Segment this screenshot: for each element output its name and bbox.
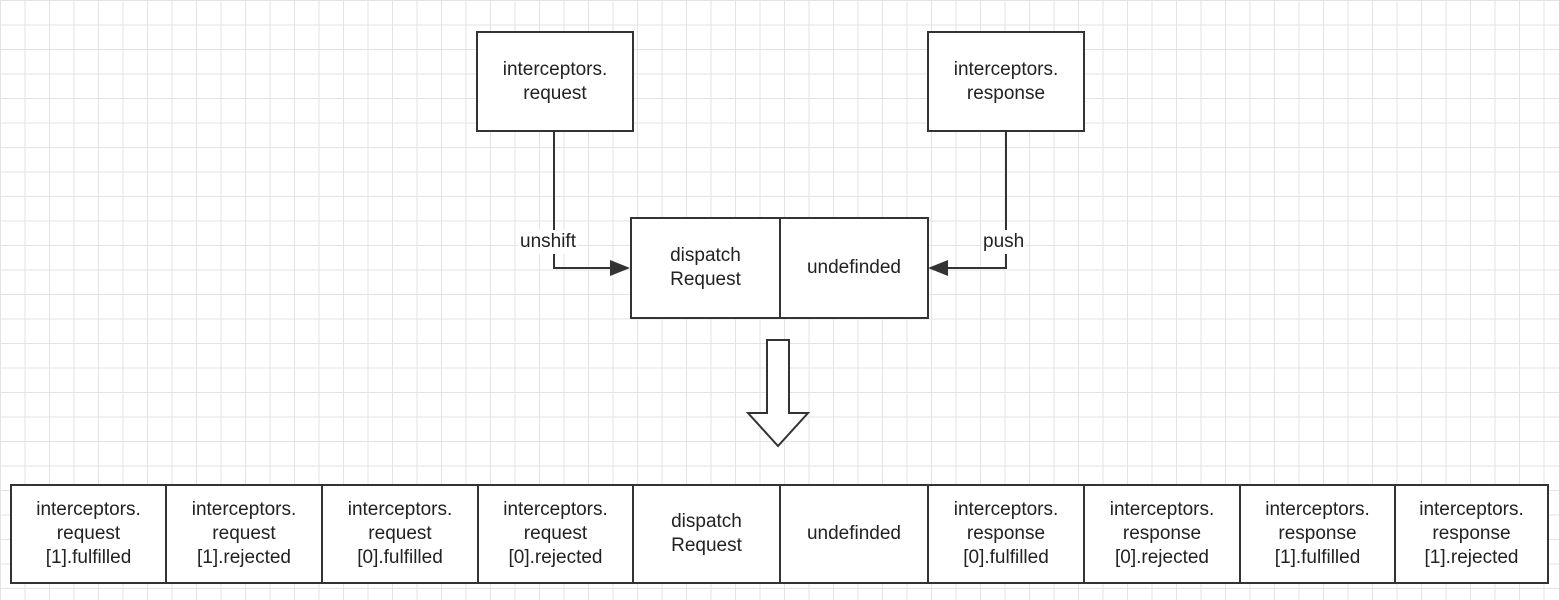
connector-request-to-dispatch	[553, 131, 612, 269]
chain-cell-undefined[interactable]: undefinded	[779, 484, 929, 584]
chain-cell-request-1-fulfilled[interactable]: interceptors. request [1].fulfilled	[10, 484, 167, 584]
chain-cell-request-0-rejected[interactable]: interceptors. request [0].rejected	[477, 484, 634, 584]
node-dispatch-request[interactable]: dispatch Request	[630, 217, 781, 319]
chain-cell-request-0-fulfilled[interactable]: interceptors. request [0].fulfilled	[321, 484, 479, 584]
connector-response-to-undefined	[946, 131, 1007, 269]
chain-cell-request-1-rejected[interactable]: interceptors. request [1].rejected	[165, 484, 323, 584]
transform-down-arrow-icon	[745, 339, 811, 448]
chain-cell-response-1-fulfilled[interactable]: interceptors. response [1].fulfilled	[1239, 484, 1396, 584]
arrowhead-left-icon	[610, 260, 630, 276]
edge-label-unshift: unshift	[518, 230, 578, 254]
chain-cell-response-1-rejected[interactable]: interceptors. response [1].rejected	[1394, 484, 1549, 584]
edge-label-push: push	[981, 230, 1027, 254]
arrowhead-right-icon	[928, 260, 948, 276]
chain-cell-response-0-fulfilled[interactable]: interceptors. response [0].fulfilled	[927, 484, 1085, 584]
node-undefined[interactable]: undefinded	[779, 217, 929, 319]
chain-cell-response-0-rejected[interactable]: interceptors. response [0].rejected	[1083, 484, 1241, 584]
node-interceptors-request[interactable]: interceptors. request	[476, 31, 634, 132]
chain-cell-dispatch-request[interactable]: dispatch Request	[632, 484, 781, 584]
node-interceptors-response[interactable]: interceptors. response	[927, 31, 1085, 132]
